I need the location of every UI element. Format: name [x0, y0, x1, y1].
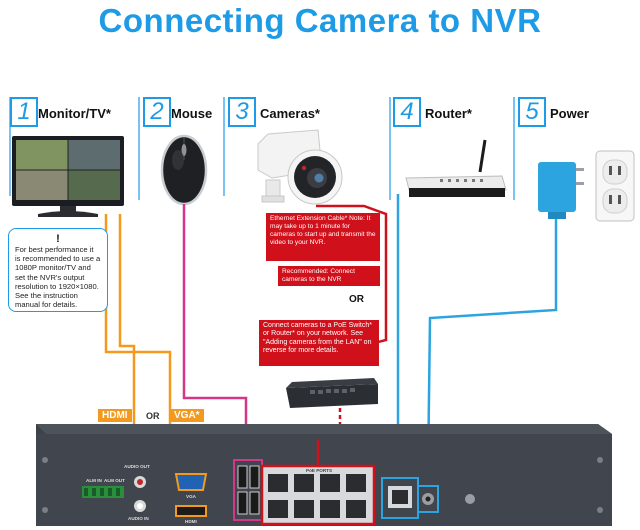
router-icon: [405, 139, 507, 197]
step-label: Power: [550, 106, 590, 121]
poe-switch-icon: [286, 378, 378, 408]
wall-outlet-icon: [595, 150, 635, 222]
power-adapter-icon: [538, 162, 584, 219]
camera-icon: [257, 129, 343, 205]
step-number: 2: [143, 97, 171, 127]
step-label: Mouse: [171, 106, 213, 121]
monitor-icon: [12, 136, 124, 217]
ethernet-note: Ethernet Extension Cable* Note: It may t…: [266, 213, 380, 261]
monitor-note: ! For best performance it is recommended…: [8, 228, 108, 312]
step-label: Router*: [425, 106, 472, 121]
step-number: 1: [10, 97, 38, 127]
recommended-note: Recommended: Connect cameras to the NVR: [278, 266, 380, 286]
audio-out-label: AUDIO OUT: [124, 464, 150, 469]
mouse-icon: [160, 134, 208, 206]
audio-in-label: AUDIO IN: [128, 516, 149, 521]
page-title: Connecting Camera to NVR: [98, 2, 542, 39]
poe-ports-label: PoE PORTS: [306, 468, 333, 473]
alarm-in-label: ALM IN: [86, 478, 102, 483]
nvr-recorder: [36, 424, 612, 526]
warning-icon: !: [56, 233, 60, 245]
step-label: Monitor/TV*: [38, 106, 111, 121]
step-number: 5: [518, 97, 546, 127]
hdmi-label: HDMI: [98, 409, 132, 422]
alarm-out-label: ALM OUT: [104, 478, 125, 483]
step-label: Cameras*: [260, 106, 320, 121]
step-number: 4: [393, 97, 421, 127]
step-number: 3: [228, 97, 256, 127]
hdmi-vga-or-label: OR: [146, 411, 160, 421]
hdmi-port-label: HDMI: [185, 519, 197, 524]
or-label: OR: [349, 294, 364, 305]
vga-port-label: VGA: [186, 494, 196, 499]
vga-label: VGA*: [170, 409, 204, 422]
monitor-note-text: For best performance it is recommended t…: [15, 245, 101, 310]
poe-switch-note: Connect cameras to a PoE Switch* or Rout…: [259, 320, 379, 366]
